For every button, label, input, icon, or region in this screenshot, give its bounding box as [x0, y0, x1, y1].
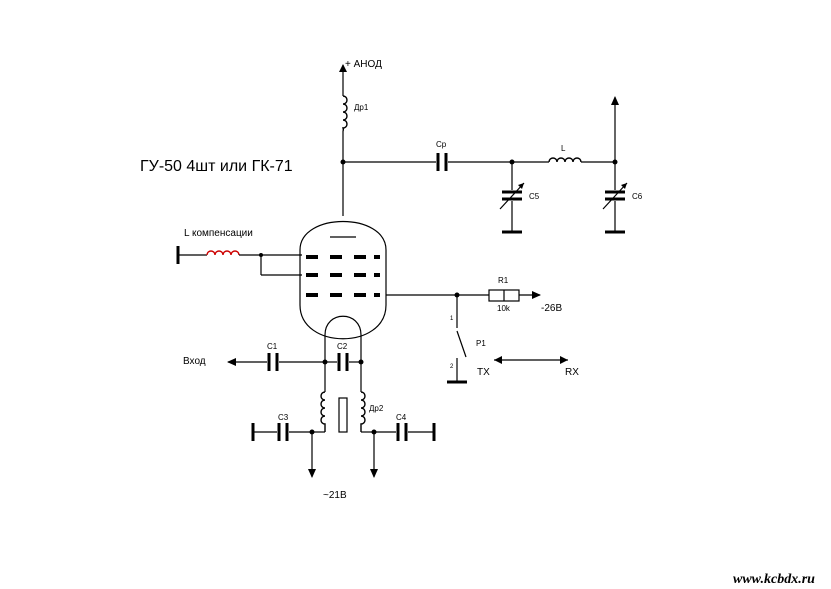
resistor-r1: R1 10k [488, 276, 520, 313]
capacitor-c2: C2 [325, 342, 361, 371]
input-arrow: Вход [183, 356, 267, 367]
filament-supply: ~21В [308, 432, 378, 501]
c4-label: C4 [396, 413, 407, 422]
dr1-label: Др1 [354, 103, 369, 112]
circuit-title: ГУ-50 4шт или ГК-71 [140, 158, 293, 175]
choke-dr1: Др1 [341, 95, 369, 132]
watermark: www.kcbdx.ru [733, 572, 815, 587]
rx-label: RX [565, 367, 579, 378]
capacitor-c4: C4 [374, 413, 436, 441]
c1-label: C1 [267, 342, 278, 351]
c5-label: C5 [529, 192, 540, 201]
c2-label: C2 [337, 342, 348, 351]
capacitor-c1: C1 [267, 342, 325, 371]
variable-capacitor-c6: C6 [602, 162, 643, 234]
l-label: L [561, 144, 566, 153]
bias-arrow: -26В [519, 291, 562, 314]
relay-p1: 1 2 P1 [447, 295, 486, 384]
anode-label: + АНОД [345, 59, 382, 70]
choke-dr2: Др2 [320, 391, 384, 433]
tx-label: TX [477, 367, 490, 378]
filament-voltage-label: ~21В [323, 490, 347, 501]
c3-label: C3 [278, 413, 289, 422]
l-compensation-label: L компенсации [184, 228, 253, 239]
anode-supply: + АНОД [339, 59, 382, 96]
p1-pin1-label: 1 [450, 316, 454, 322]
l-compensation: L компенсации [176, 228, 302, 276]
capacitor-c3: C3 [251, 413, 312, 441]
input-label: Вход [183, 356, 206, 367]
cp-label: Cp [436, 140, 447, 149]
output-arrow [611, 96, 619, 162]
variable-capacitor-c5: C5 [499, 162, 540, 234]
c6-label: C6 [632, 192, 643, 201]
dr2-label: Др2 [369, 404, 384, 413]
p1-pin2-label: 2 [450, 364, 454, 370]
vacuum-tube [299, 221, 387, 345]
p1-label: P1 [476, 339, 486, 348]
r1-value: 10k [497, 304, 511, 313]
bias-voltage-label: -26В [541, 303, 562, 314]
capacitor-cp: Cp [436, 140, 448, 171]
coil-l: L [548, 144, 582, 163]
r1-label: R1 [498, 276, 509, 285]
tx-rx-indicator: TX RX [477, 356, 579, 378]
